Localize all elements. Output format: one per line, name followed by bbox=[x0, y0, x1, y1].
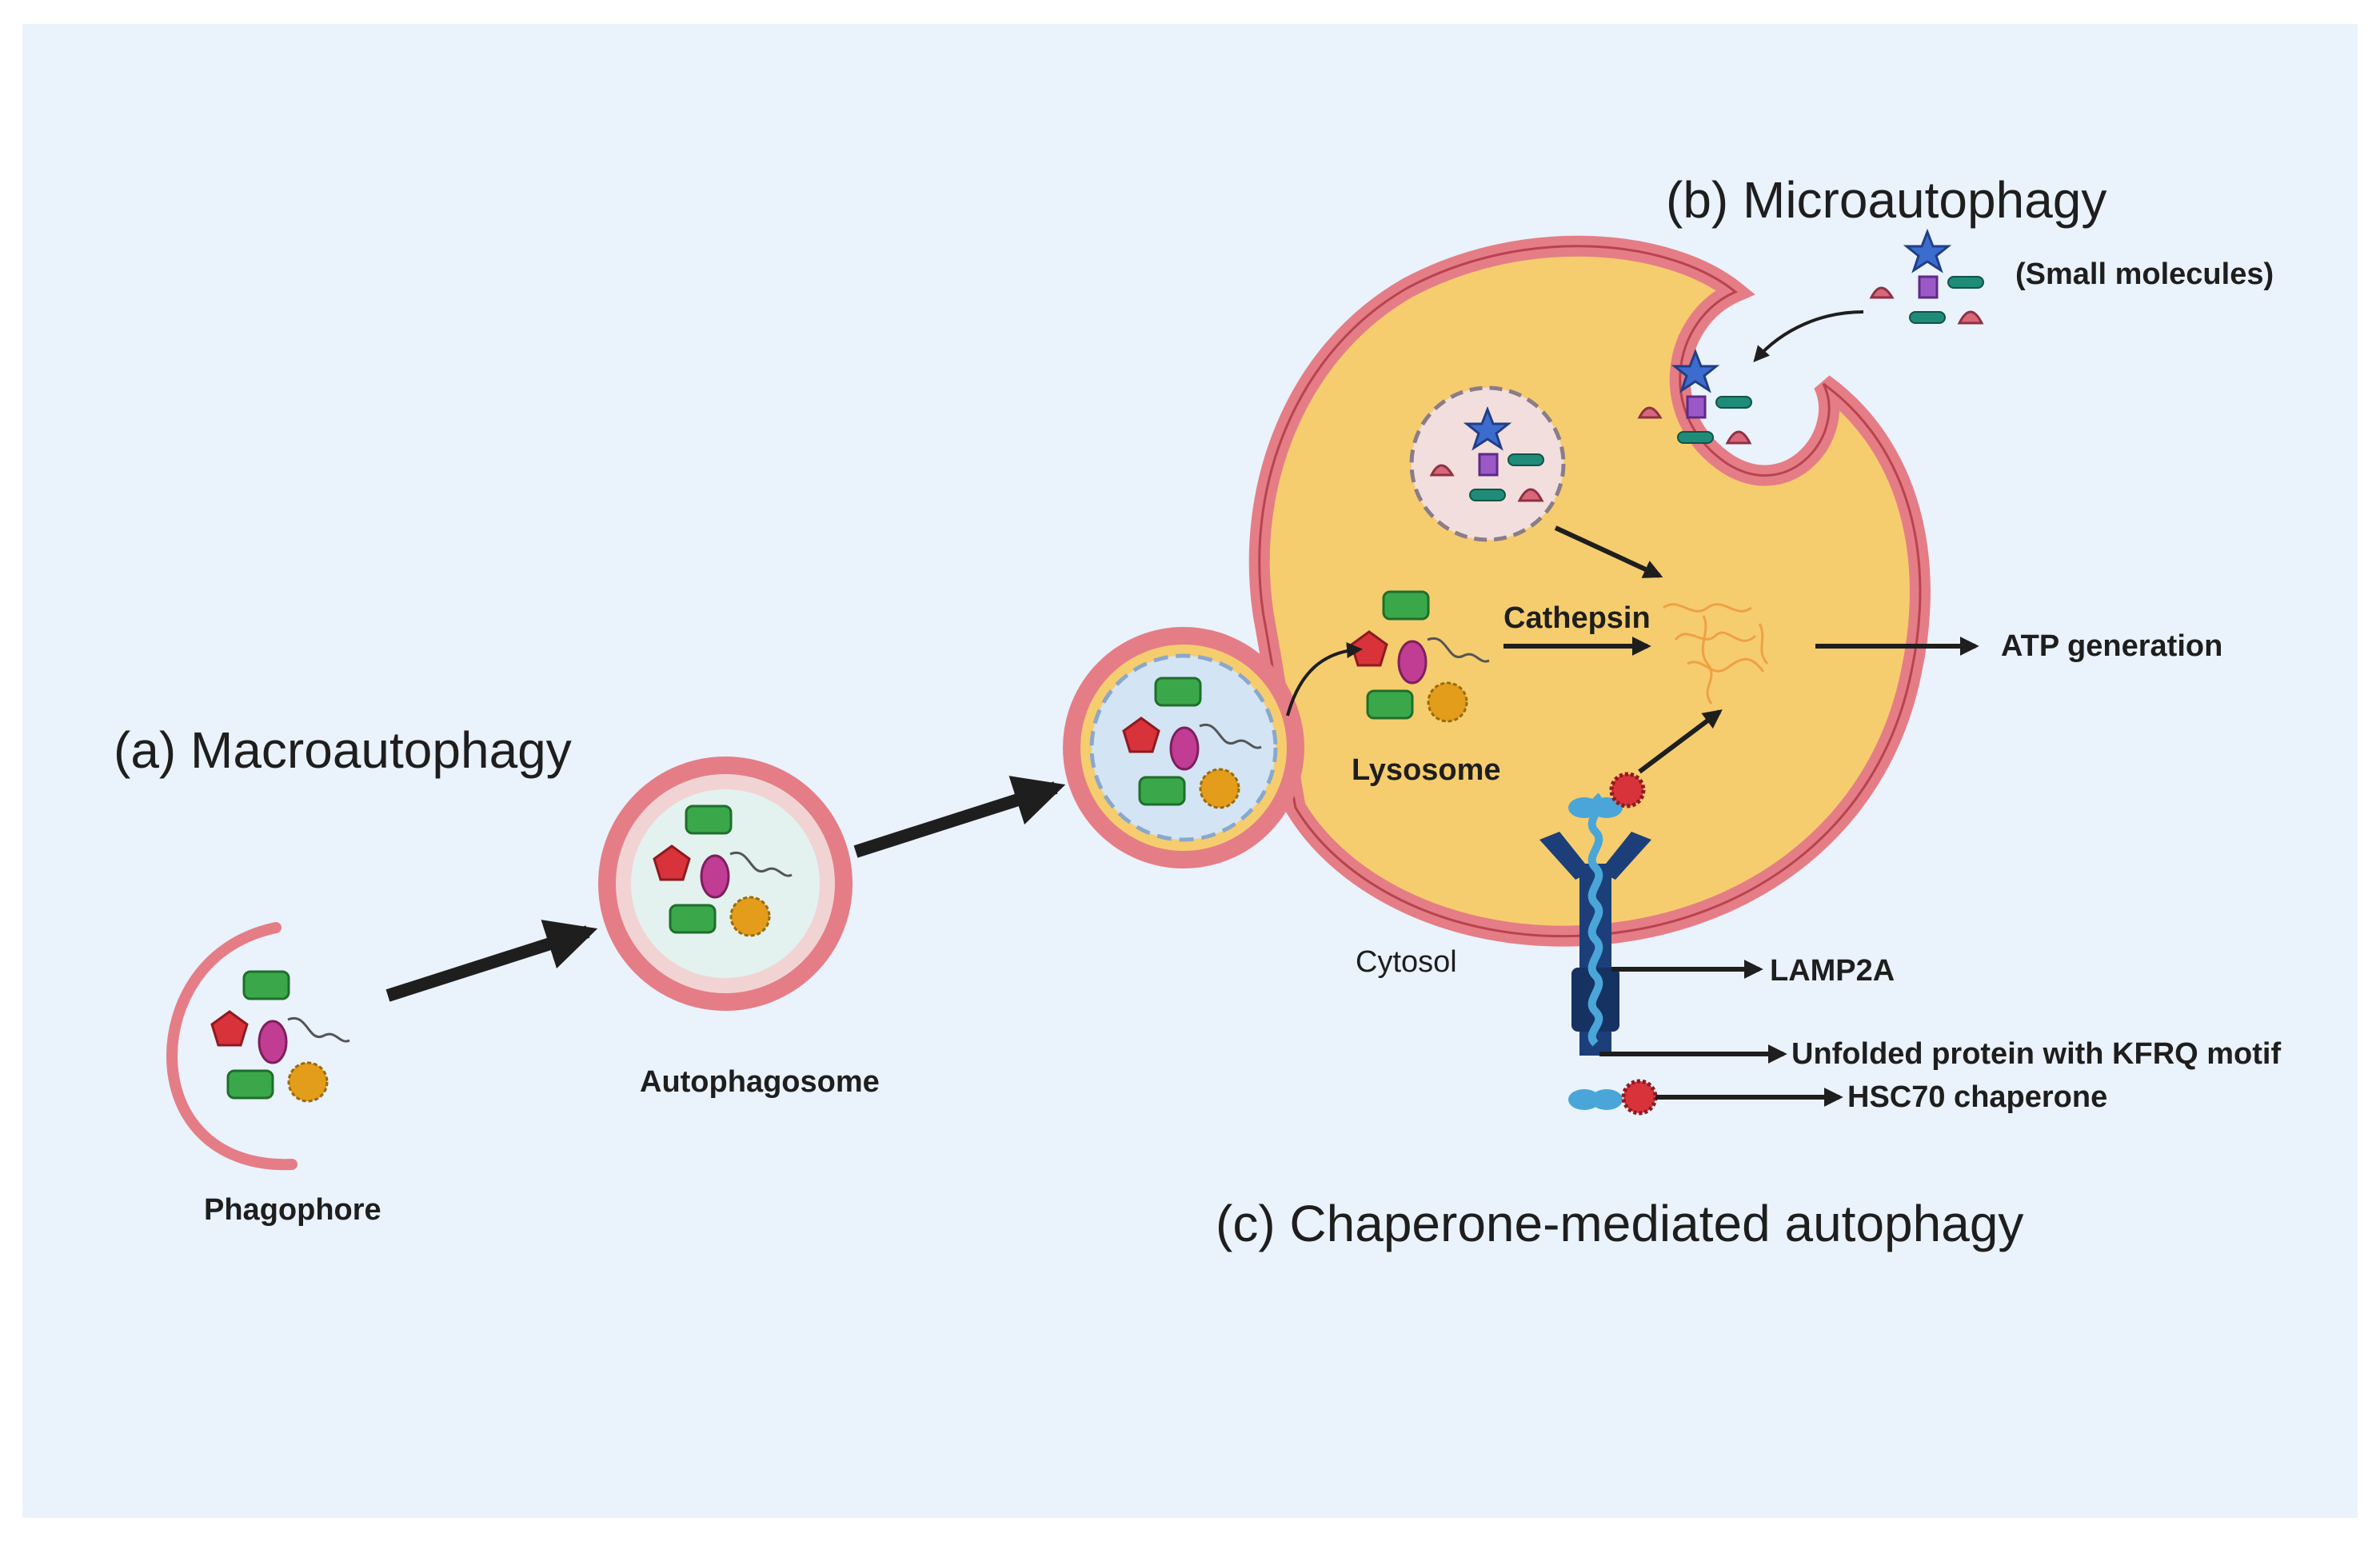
hsc70-label: HSC70 chaperone bbox=[1847, 1080, 2107, 1114]
cma-to-degradation-arrow bbox=[1638, 709, 1723, 774]
uptake-arrow bbox=[1753, 310, 1864, 363]
cathepsin-label: Cathepsin bbox=[1503, 601, 1651, 635]
microautophagy-title: (b) Microautophagy bbox=[1666, 171, 2106, 229]
phagophore-to-autophagosome-arrow bbox=[385, 920, 598, 1002]
substrate-top-icon bbox=[1609, 772, 1646, 808]
phagophore-label: Phagophore bbox=[204, 1193, 381, 1227]
macroautophagy-title: (a) Macroautophagy bbox=[114, 721, 572, 779]
small-molecules-label: (Small molecules) bbox=[2015, 257, 2274, 291]
lamp2a-receptor-icon bbox=[1539, 792, 1651, 1056]
autophagosome-label: Autophagosome bbox=[640, 1065, 880, 1099]
unfolded-protein-label: Unfolded protein with KFRQ motif bbox=[1791, 1037, 2281, 1071]
cma-title: (c) Chaperone-mediated autophagy bbox=[1216, 1195, 2023, 1252]
cytosol-label: Cytosol bbox=[1356, 945, 1457, 979]
hsc70-bottom-icon bbox=[1568, 1089, 1623, 1110]
degradation-products-icon bbox=[1663, 603, 1769, 705]
substrate-bottom-icon bbox=[1621, 1079, 1658, 1116]
lamp2a-label: LAMP2A bbox=[1770, 954, 1895, 988]
autophagosome-to-lysosome-arrow bbox=[853, 776, 1066, 858]
vesicle-to-degradation-arrow bbox=[1554, 525, 1663, 578]
atp-generation-label: ATP generation bbox=[2001, 629, 2222, 663]
lysosome-label: Lysosome bbox=[1352, 753, 1501, 787]
lysosome-membrane-outline bbox=[1258, 245, 1922, 938]
phagophore-membrane bbox=[166, 922, 298, 1171]
release-arrow bbox=[1286, 642, 1363, 717]
